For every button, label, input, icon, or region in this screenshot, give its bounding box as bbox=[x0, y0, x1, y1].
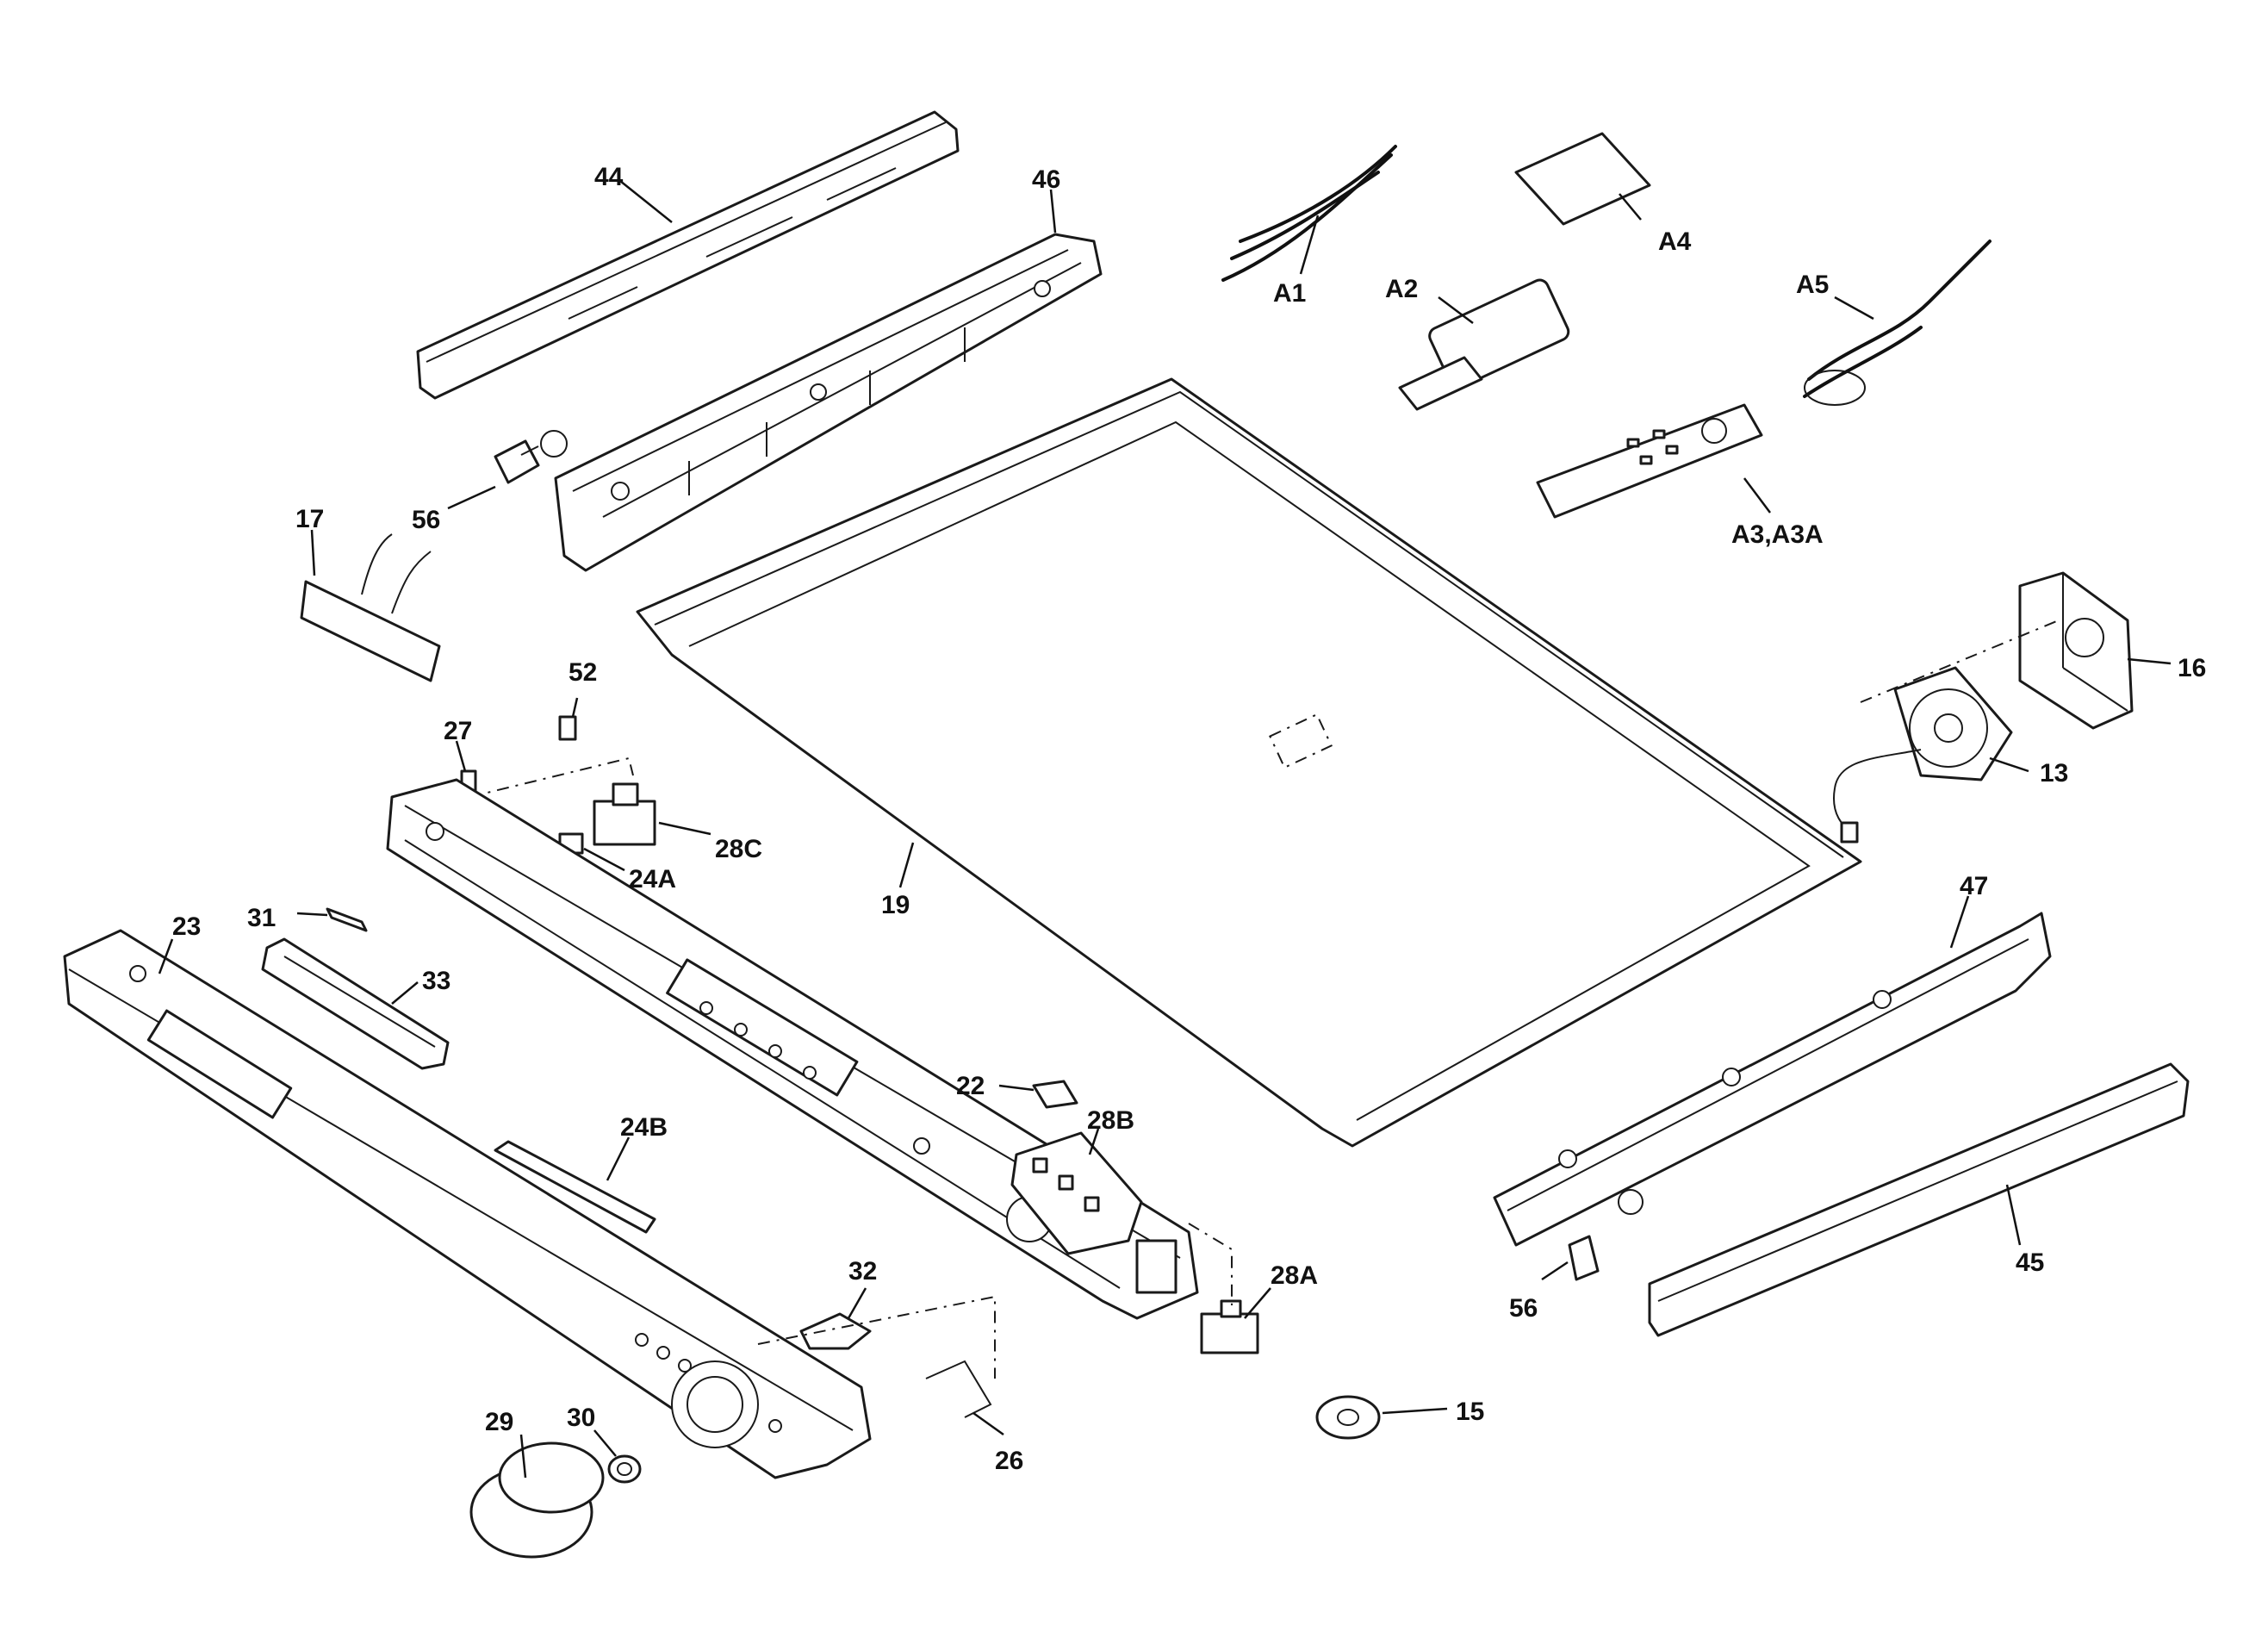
callout-15: 15 bbox=[1456, 1398, 1484, 1426]
part-52-clip bbox=[558, 715, 577, 741]
callout-26: 26 bbox=[995, 1447, 1023, 1475]
callout-22: 22 bbox=[956, 1072, 985, 1100]
part-A2-antenna bbox=[1398, 278, 1570, 411]
part-A4-card bbox=[1514, 132, 1651, 226]
part-28B-switch-block bbox=[1010, 1131, 1143, 1255]
callout-52: 52 bbox=[569, 658, 597, 687]
part-22-clip bbox=[1032, 1080, 1078, 1109]
part-46-bracket-rail bbox=[554, 233, 1103, 572]
part-16-bracket-box bbox=[1860, 571, 2134, 730]
callout-A3: A3,A3A bbox=[1731, 520, 1824, 549]
assembly-line-28A bbox=[1188, 1223, 1233, 1305]
part-29-knob bbox=[469, 1441, 605, 1559]
callout-31: 31 bbox=[247, 904, 276, 932]
callout-32: 32 bbox=[848, 1257, 877, 1286]
part-32-clip bbox=[799, 1312, 872, 1350]
part-15-speaker bbox=[1315, 1395, 1381, 1440]
part-30-ring bbox=[607, 1454, 642, 1484]
assembly-line-26 bbox=[757, 1295, 996, 1379]
part-47-right-rail bbox=[1493, 912, 2052, 1247]
part-23-front-bezel bbox=[63, 929, 872, 1479]
callout-A5: A5 bbox=[1796, 271, 1829, 299]
part-45-long-bar bbox=[1648, 1062, 2190, 1337]
part-56-bracket-lower bbox=[1568, 1189, 1644, 1281]
callout-30: 30 bbox=[567, 1404, 595, 1432]
callout-28B: 28B bbox=[1087, 1106, 1134, 1135]
part-56-bracket-upper bbox=[494, 430, 568, 484]
part-44-rail bbox=[416, 110, 960, 400]
callout-19: 19 bbox=[881, 891, 910, 919]
part-33-pcb bbox=[261, 937, 450, 1070]
part-31-tab bbox=[326, 907, 368, 932]
callout-A1: A1 bbox=[1273, 279, 1306, 308]
part-13-fan bbox=[1833, 666, 2013, 844]
callout-24A: 24A bbox=[629, 865, 676, 893]
callout-A4: A4 bbox=[1658, 227, 1692, 256]
part-19-main-panel bbox=[636, 377, 1862, 1148]
callout-13: 13 bbox=[2040, 759, 2068, 788]
callout-labels: 44 46 A1 A2 A4 A5 A3,A3A 56 17 52 16 13 … bbox=[172, 163, 2206, 1475]
leader-lines bbox=[158, 180, 2172, 1479]
part-28C-switch bbox=[593, 782, 656, 846]
callout-23: 23 bbox=[172, 912, 201, 941]
assembly-line-27 bbox=[469, 756, 634, 798]
callout-33: 33 bbox=[422, 967, 450, 995]
part-28A-switch bbox=[1200, 1299, 1259, 1354]
part-A3-remote bbox=[1536, 403, 1763, 519]
callout-17: 17 bbox=[295, 505, 324, 533]
callout-47: 47 bbox=[1960, 872, 1988, 900]
callout-44: 44 bbox=[594, 163, 624, 191]
callout-27: 27 bbox=[444, 717, 472, 745]
part-26-spring bbox=[925, 1360, 992, 1418]
part-A5-power-cord bbox=[1803, 240, 1991, 406]
callout-28A: 28A bbox=[1271, 1261, 1318, 1290]
part-24B-strip bbox=[494, 1140, 656, 1234]
callout-24B: 24B bbox=[620, 1113, 668, 1142]
callout-45: 45 bbox=[2016, 1248, 2044, 1277]
callout-28C: 28C bbox=[715, 835, 762, 863]
part-17-strip bbox=[300, 533, 441, 682]
callout-56-upper: 56 bbox=[412, 506, 440, 534]
callout-16: 16 bbox=[2178, 654, 2206, 682]
part-A1-cord bbox=[1221, 145, 1397, 282]
callout-A2: A2 bbox=[1385, 275, 1418, 303]
callout-56-lower: 56 bbox=[1509, 1294, 1538, 1323]
callout-46: 46 bbox=[1032, 165, 1060, 194]
callout-29: 29 bbox=[485, 1408, 513, 1436]
